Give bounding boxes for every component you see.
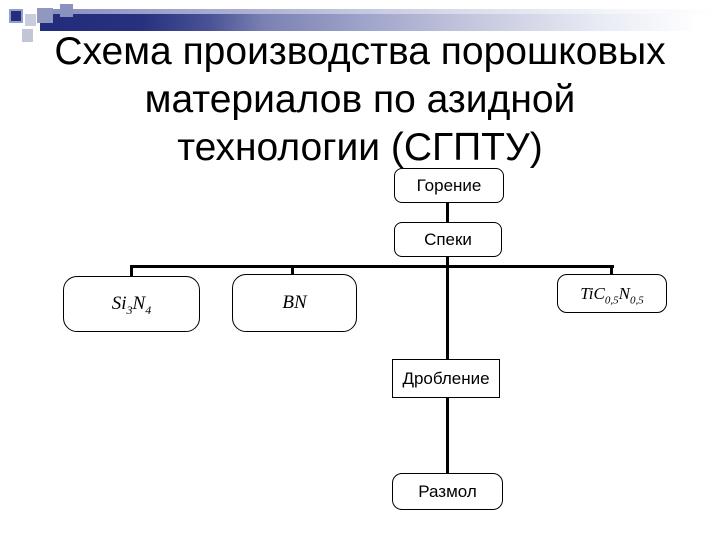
slide-title: Схема производства порошковых материалов… bbox=[0, 28, 720, 172]
branch-drop-bn-line bbox=[291, 265, 294, 274]
slide-title-line-2: материалов по азидной bbox=[144, 78, 576, 121]
flowchart-node-razmol: Размол bbox=[392, 473, 503, 510]
pixel-square-slate-bar-end bbox=[60, 4, 73, 17]
flowchart-node-speki: Спеки bbox=[394, 222, 502, 257]
node-label-gorenie: Горение bbox=[416, 175, 482, 195]
connector-gorenie-speki-line bbox=[446, 203, 449, 222]
node-label-bn: BN bbox=[282, 292, 307, 313]
slide-title-line-1: Схема производства порошковых bbox=[54, 30, 666, 73]
connector-droblenie-razmol-line bbox=[446, 398, 449, 473]
branch-horizontal-line bbox=[130, 265, 614, 268]
flowchart-node-si3n4: Si3N4 bbox=[63, 276, 200, 332]
branch-drop-ticn-line bbox=[610, 265, 613, 274]
node-label-si3n4: Si3N4 bbox=[111, 293, 152, 317]
node-label-razmol: Размол bbox=[418, 481, 477, 501]
node-label-droblenie: Дробление bbox=[402, 368, 490, 388]
pixel-square-slate-upper bbox=[37, 8, 53, 23]
top-gradient-bar-decoration bbox=[40, 14, 720, 31]
node-label-speki: Спеки bbox=[424, 229, 472, 249]
node-label-ticn: TiC0,5N0,5 bbox=[580, 283, 644, 306]
branch-drop-si3n4-line bbox=[130, 265, 133, 276]
slide-title-line-3: технологии (СГПТУ) bbox=[177, 126, 543, 169]
pixel-square-navy bbox=[9, 9, 23, 23]
flowchart-node-bn: BN bbox=[232, 274, 357, 332]
flowchart-node-gorenie: Горение bbox=[394, 168, 504, 203]
pixel-square-gray bbox=[22, 29, 33, 42]
flowchart-node-ticn: TiC0,5N0,5 bbox=[557, 274, 667, 313]
top-strip-decoration bbox=[53, 9, 720, 14]
flowchart-node-droblenie: Дробление bbox=[392, 359, 500, 398]
pixel-square-lavender bbox=[25, 14, 36, 26]
connector-speki-droblenie-line bbox=[446, 257, 449, 359]
